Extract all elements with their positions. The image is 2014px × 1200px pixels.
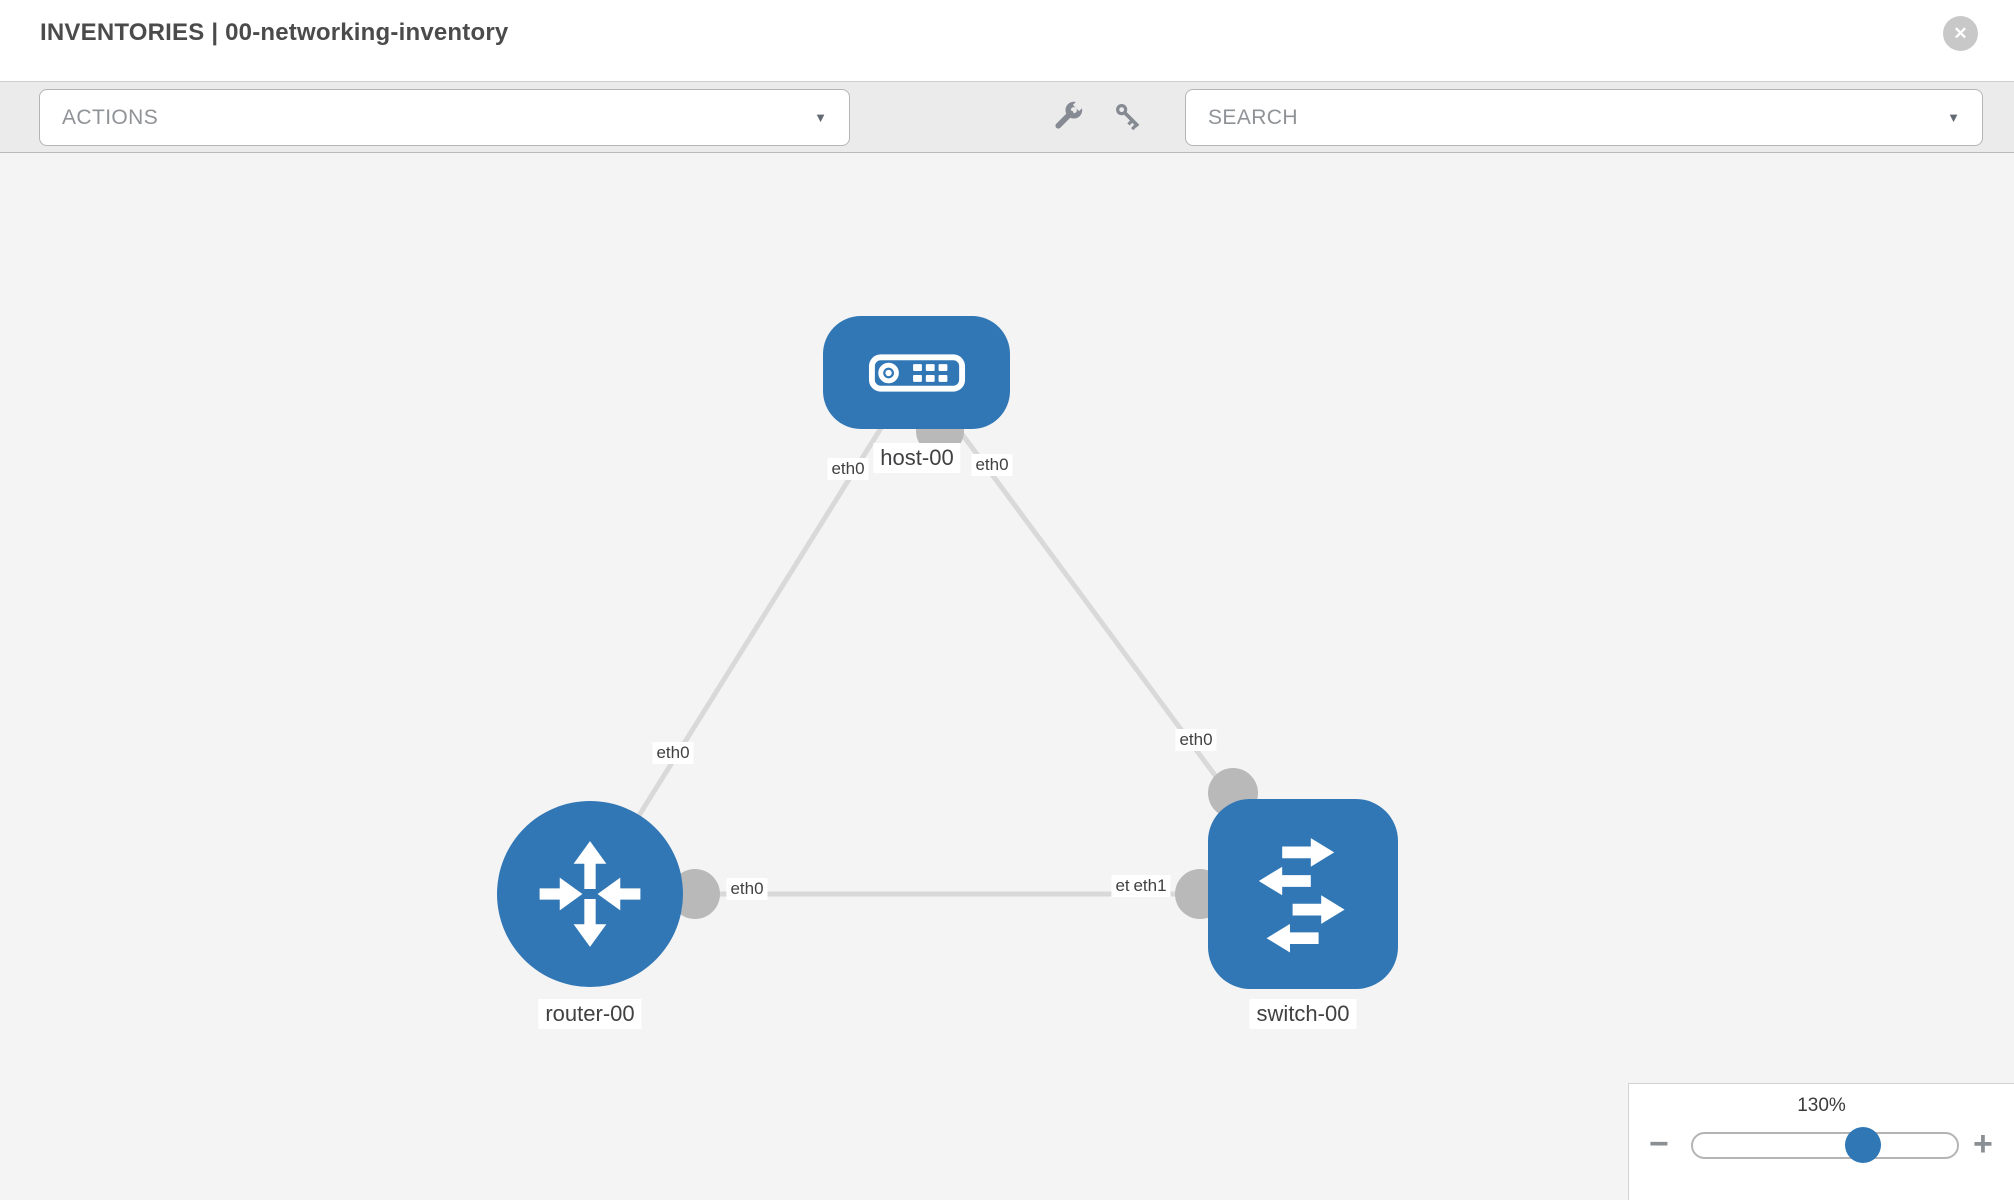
zoom-panel: 130% − + <box>1628 1083 2014 1200</box>
host-icon <box>868 353 965 392</box>
interface-label-host-left: eth0 <box>827 458 869 480</box>
chevron-down-icon: ▼ <box>1947 110 1960 125</box>
interface-label-switch-top: eth0 <box>1175 729 1217 751</box>
router-icon <box>539 841 641 947</box>
credentials-button[interactable] <box>1109 97 1153 141</box>
zoom-out-button[interactable]: − <box>1649 1126 1669 1162</box>
page-title: INVENTORIES | 00-networking-inventory <box>40 19 509 46</box>
interface-label-router-right: eth0 <box>726 878 768 900</box>
tools-button[interactable] <box>1045 95 1089 139</box>
actions-dropdown-label: ACTIONS <box>62 105 159 129</box>
node-switch-00[interactable] <box>1208 799 1398 989</box>
topology-canvas[interactable]: host-00 router-00 switch-00 eth0 eth0 et… <box>0 153 2014 1200</box>
interface-label-switch-left-eth1: eth1 <box>1129 875 1171 897</box>
node-host-00[interactable] <box>823 316 1010 429</box>
search-dropdown[interactable]: SEARCH ▼ <box>1185 89 1983 146</box>
node-label-router-00: router-00 <box>538 999 642 1029</box>
chevron-down-icon: ▼ <box>814 110 827 125</box>
actions-dropdown[interactable]: ACTIONS ▼ <box>39 89 850 146</box>
header: INVENTORIES | 00-networking-inventory ✕ <box>0 0 2014 81</box>
toolbar: ACTIONS ▼ SEAR <box>0 81 2014 153</box>
wrench-icon <box>1055 96 1088 129</box>
zoom-slider-handle[interactable] <box>1845 1127 1881 1163</box>
zoom-in-button[interactable]: + <box>1973 1126 1993 1162</box>
zoom-slider[interactable] <box>1691 1127 1959 1163</box>
interface-label-router-top: eth0 <box>652 742 694 764</box>
switch-icon <box>1258 838 1345 953</box>
key-icon <box>1116 104 1140 131</box>
interface-dot-router-eth0 <box>670 869 720 919</box>
minus-icon: − <box>1649 1125 1669 1163</box>
node-label-switch-00: switch-00 <box>1249 999 1357 1029</box>
zoom-level: 130% <box>1797 1095 1846 1116</box>
interface-label-host-right: eth0 <box>971 454 1013 476</box>
close-button[interactable]: ✕ <box>1943 16 1978 51</box>
close-icon: ✕ <box>1953 24 1968 43</box>
node-router-00[interactable] <box>497 801 683 987</box>
node-label-host-00: host-00 <box>873 443 961 473</box>
links-layer <box>587 370 1306 919</box>
search-dropdown-label: SEARCH <box>1208 105 1298 129</box>
plus-icon: + <box>1973 1125 1993 1163</box>
